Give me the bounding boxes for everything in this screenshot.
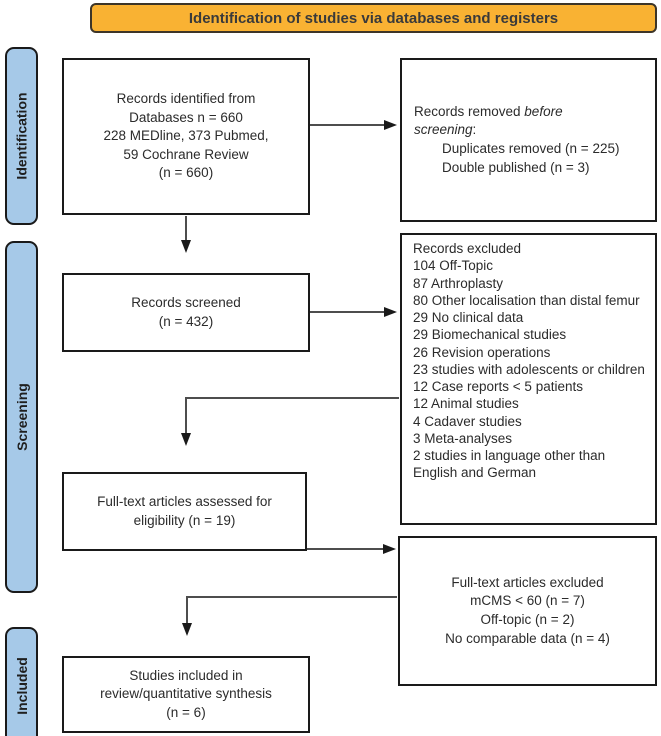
box-line: 26 Revision operations [413,344,551,360]
box-line: 228 MEDline, 373 Pubmed, [103,128,269,144]
stage-label-text: Included [13,657,30,715]
box-line: 12 Case reports < 5 patients [413,379,583,395]
banner-title: Identification of studies via databases … [90,3,657,33]
box-line: 29 No clinical data [413,310,524,326]
box-records-excluded: Records excluded 104 Off-Topic 87 Arthro… [400,233,657,525]
stage-label-identification: Identification [5,47,38,225]
box-line: Records excluded [413,241,522,256]
box-line: Records identified from [116,90,256,106]
box-records-removed: Records removed before screening: Duplic… [400,58,657,222]
box-line: Studies included in [129,667,243,683]
arrow-excluded-to-fulltext [185,397,399,434]
arrowhead-down-icon [181,433,191,446]
box-line: 29 Biomechanical studies [413,327,567,343]
box-records-identified: Records identified from Databases n = 66… [62,58,310,215]
arrowhead-right-icon [383,544,396,554]
box-line: Records screened [131,294,241,310]
box-line: 3 Meta-analyses [413,430,513,446]
arrowhead-down-icon [181,240,191,253]
box-studies-included: Studies included in review/quantitative … [62,656,310,733]
box-fulltext-assessed: Full-text articles assessed for eligibil… [62,472,307,551]
box-line: eligibility (n = 19) [133,512,236,528]
box-fulltext-excluded: Full-text articles excluded mCMS < 60 (n… [398,536,657,686]
box-line: Full-text articles assessed for [97,493,272,509]
box-line: 80 Other localisation than distal femur [413,292,640,308]
box-line: Double published (n = 3) [442,159,590,175]
box-line: 12 Animal studies [413,396,519,412]
box-line: Records removed before [414,103,563,119]
box-line: (n = 660) [158,165,214,181]
box-records-screened: Records screened (n = 432) [62,273,310,352]
box-line: (n = 432) [158,313,214,329]
stage-label-text: Identification [13,92,30,180]
box-line: Full-text articles excluded [451,574,604,590]
arrowhead-right-icon [384,307,397,317]
box-line: (n = 6) [166,704,206,720]
box-line: 104 Off-Topic [413,258,494,274]
stage-label-text: Screening [13,383,30,451]
box-line: 23 studies with adolescents or children [413,361,645,377]
box-line: review/quantitative synthesis [100,686,272,702]
box-line: Off-topic (n = 2) [480,612,575,627]
box-line: Duplicates removed (n = 225) [442,141,620,156]
box-line: 59 Cochrane Review [123,146,249,162]
arrow-ftexcluded-to-included [186,596,397,624]
arrowhead-down-icon [182,623,192,636]
arrowhead-right-icon [384,120,397,130]
stage-label-included: Included [5,627,38,736]
box-line: screening: [414,122,477,138]
box-line: 87 Arthroplasty [413,275,504,291]
box-line: mCMS < 60 (n = 7) [470,593,585,609]
box-line: 2 studies in language other than English… [413,448,606,481]
stage-label-screening: Screening [5,241,38,593]
box-line: Databases n = 660 [129,109,243,125]
box-line: 4 Cadaver studies [413,413,522,429]
box-line: No comparable data (n = 4) [445,630,610,646]
